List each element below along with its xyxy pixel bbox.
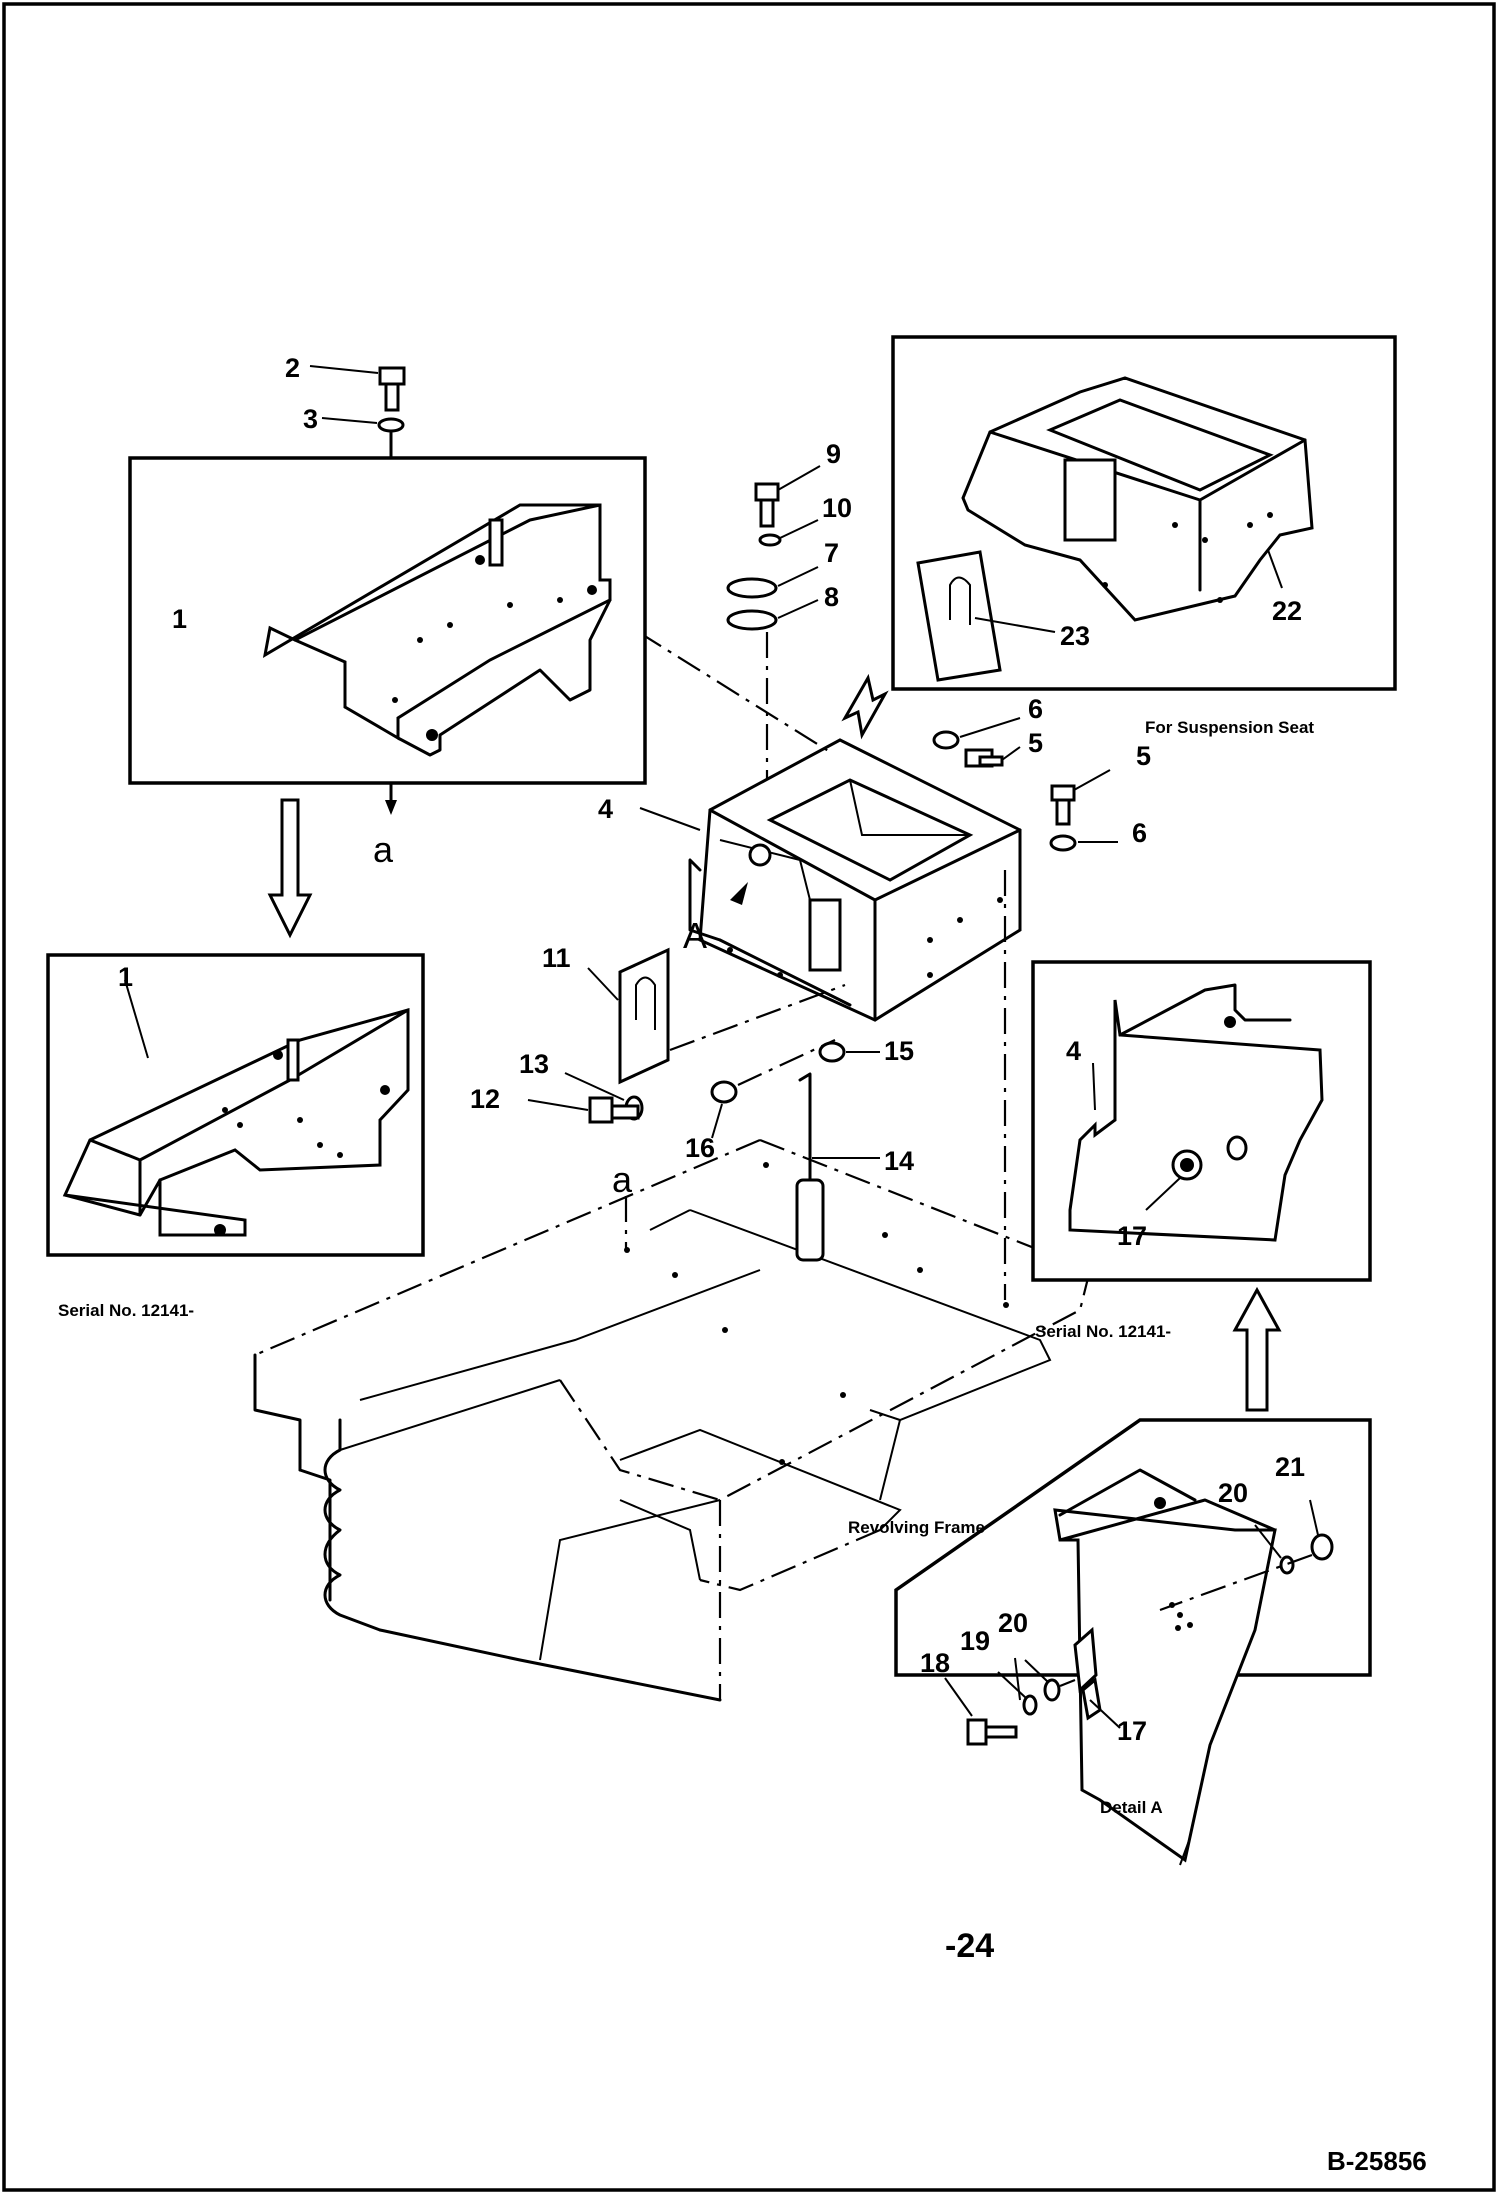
callout-5-top: 5 [1028, 728, 1043, 758]
callout-4: 4 [598, 794, 613, 824]
box-detail-a [894, 1418, 1372, 1866]
callout-20-upper: 20 [1218, 1478, 1248, 1508]
callout-numbers: 1 1 2 3 4 4 5 5 6 6 7 8 9 10 11 12 13 14… [118, 353, 1305, 1746]
callout-9: 9 [826, 439, 841, 469]
box-right-mid [1031, 960, 1372, 1282]
ref-a-bottom: a [612, 1159, 633, 1200]
callout-23: 23 [1060, 621, 1090, 651]
reference-letters: a a A [373, 829, 707, 1200]
callout-6-right: 6 [1132, 818, 1147, 848]
arrow-up-right [1232, 1286, 1282, 1412]
callout-16: 16 [685, 1133, 715, 1163]
box-mid-left [46, 953, 425, 1257]
callout-1-top: 1 [172, 604, 187, 634]
document-id: B-25856 [1327, 2146, 1427, 2176]
serial-label-right: Serial No. 12141- [1035, 1322, 1171, 1341]
arrow-down-left [267, 798, 313, 939]
detail-a-label: Detail A [1100, 1798, 1163, 1817]
seat-stand-drawing [688, 738, 1022, 1022]
page-number: -24 [945, 1927, 994, 1965]
callout-10: 10 [822, 493, 852, 523]
callout-17-detail-a: 17 [1117, 1716, 1147, 1746]
callout-21: 21 [1275, 1452, 1305, 1482]
revolving-frame-drawing [253, 1138, 1092, 1702]
ref-view-a: A [683, 915, 707, 956]
suspension-seat-label: For Suspension Seat [1145, 718, 1314, 737]
callout-5-right: 5 [1136, 741, 1151, 771]
callout-20-lower: 20 [998, 1608, 1028, 1638]
callout-17-detail: 17 [1117, 1221, 1147, 1251]
callout-3: 3 [303, 404, 318, 434]
callout-15: 15 [884, 1036, 914, 1066]
hardware-parts [179, 365, 1118, 1300]
callout-1-serial: 1 [118, 962, 133, 992]
ref-a-top: a [373, 829, 394, 870]
box-top-right [891, 335, 1397, 691]
callout-14: 14 [884, 1146, 914, 1176]
callout-13: 13 [519, 1049, 549, 1079]
callout-7: 7 [824, 538, 839, 568]
callout-6-top: 6 [1028, 694, 1043, 724]
text-labels: Serial No. 12141- Serial No. 12141- For … [58, 718, 1314, 1817]
callout-18: 18 [920, 1648, 950, 1678]
callout-8: 8 [824, 582, 839, 612]
serial-label-left: Serial No. 12141- [58, 1301, 194, 1320]
callout-12: 12 [470, 1084, 500, 1114]
box-top-left [128, 456, 647, 785]
callout-11: 11 [542, 943, 571, 973]
callout-19: 19 [960, 1626, 990, 1656]
callout-4-detail: 4 [1066, 1036, 1081, 1066]
callout-22: 22 [1272, 596, 1302, 626]
revolving-frame-label: Revolving Frame [848, 1518, 985, 1537]
callout-2: 2 [285, 353, 300, 383]
